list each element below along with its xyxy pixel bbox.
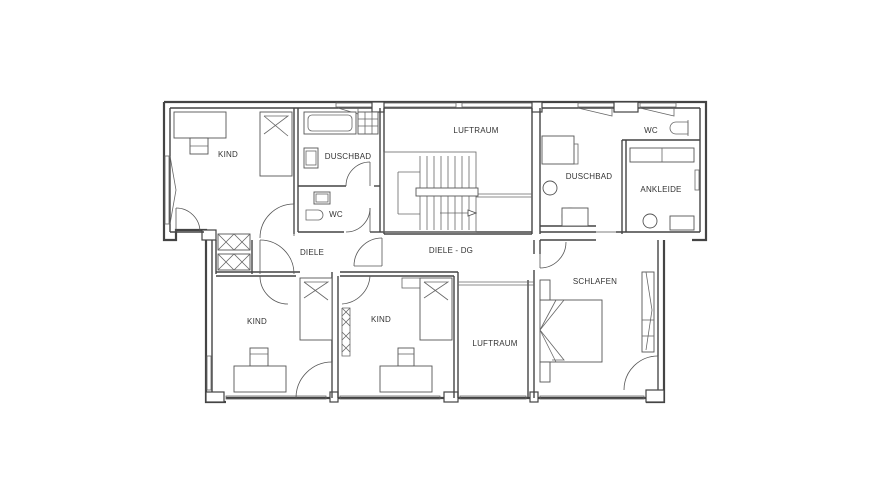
doors [175, 142, 659, 399]
staircase [383, 151, 479, 233]
room-labels: KIND DUSCHBAD WC LUFTRAUM DUSCHBAD WC AN… [218, 126, 681, 348]
label-kind-top-left: KIND [218, 150, 238, 159]
label-kind-bottom-mid: KIND [371, 315, 391, 324]
label-wc-left: WC [329, 210, 343, 219]
label-duschbad-left: DUSCHBAD [325, 152, 372, 161]
label-schlafen: SCHLAFEN [573, 277, 617, 286]
label-luftraum-top: LUFTRAUM [453, 126, 498, 135]
label-diele-dg: DIELE - DG [429, 246, 473, 255]
stair-treads-upper [419, 156, 470, 188]
label-luftraum-bottom: LUFTRAUM [472, 339, 517, 348]
furniture [173, 111, 695, 393]
label-ankleide: ANKLEIDE [640, 185, 681, 194]
label-duschbad-right: DUSCHBAD [566, 172, 613, 181]
label-wc-right: WC [644, 126, 658, 135]
windows [169, 107, 675, 357]
label-kind-bottom-left: KIND [247, 317, 267, 326]
label-diele: DIELE [300, 248, 324, 257]
